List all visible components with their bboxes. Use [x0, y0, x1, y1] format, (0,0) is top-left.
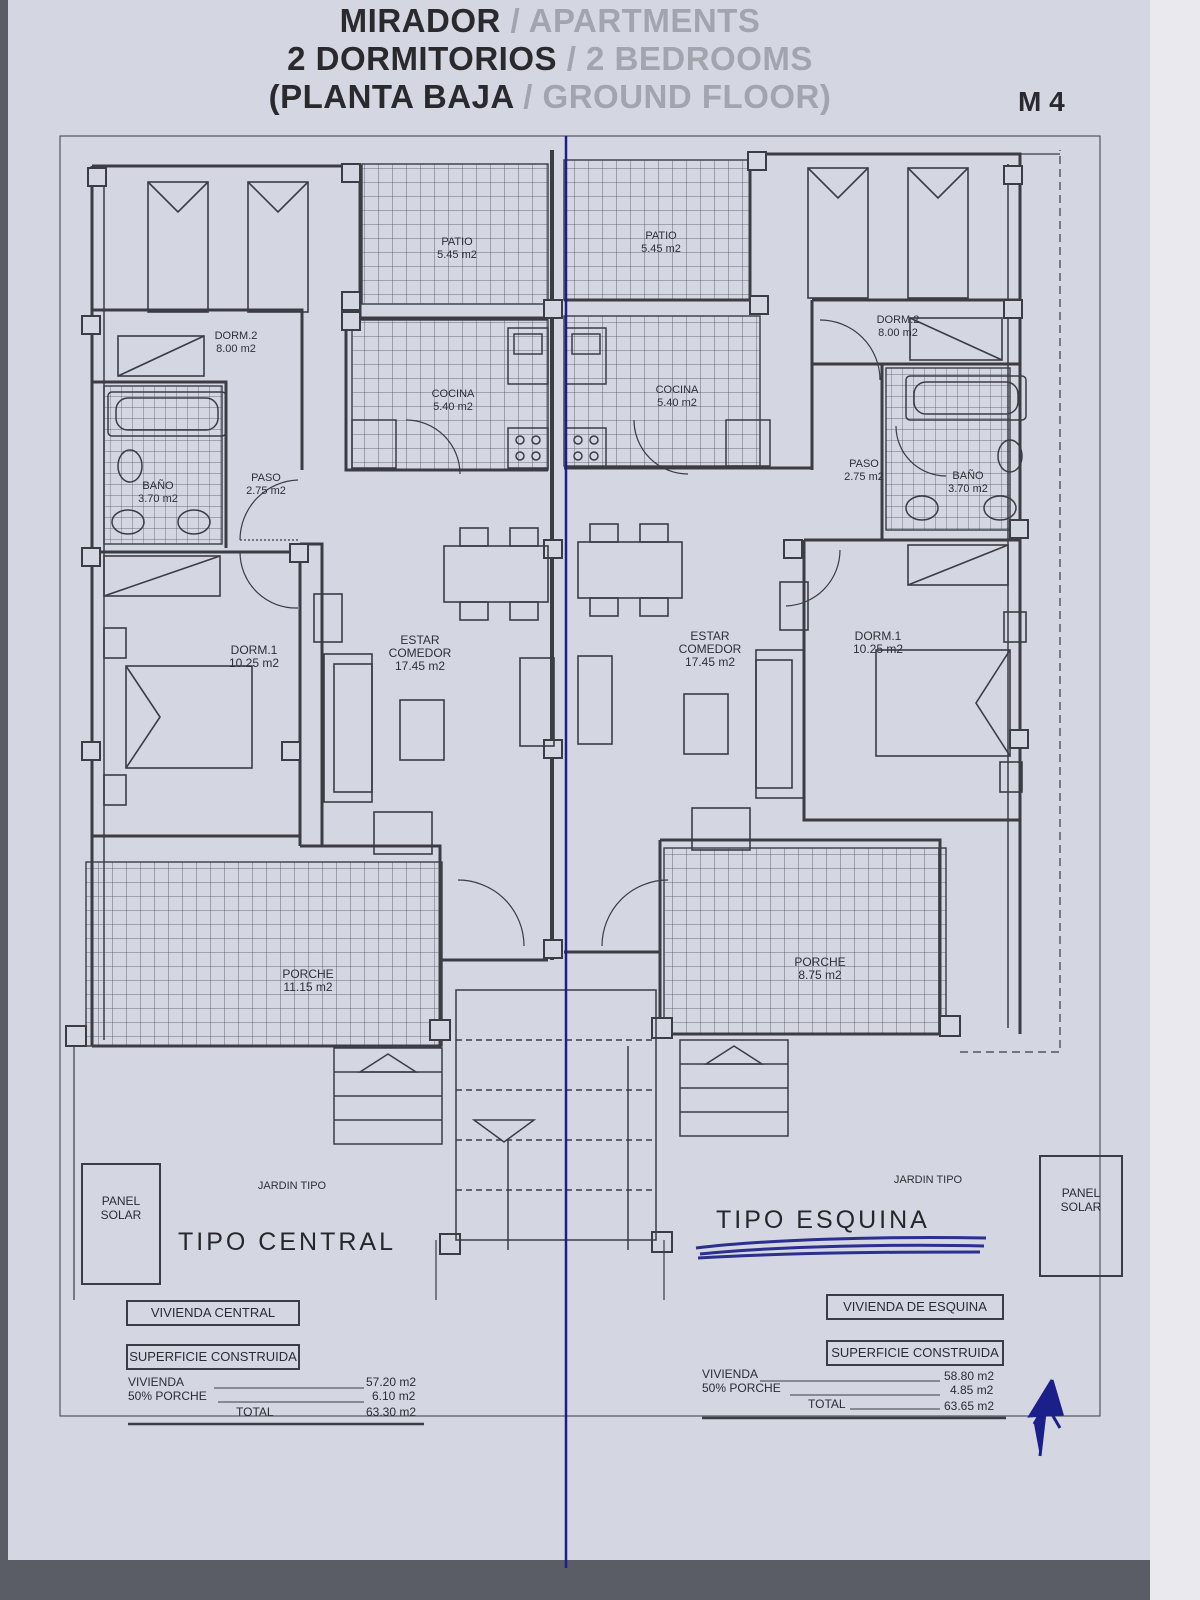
right-row1-label: VIVIENDA	[702, 1367, 759, 1381]
right-dwelling-box: VIVIENDA DE ESQUINA	[826, 1294, 1004, 1320]
columns	[65, 151, 1029, 1255]
right-solar-panel	[1039, 1155, 1123, 1277]
title-line-1: MIRADOR / APARTMENTS	[339, 2, 761, 39]
right-patio-label: PATIO 5.45 m2	[641, 230, 681, 255]
left-row2-label: 50% PORCHE	[128, 1389, 207, 1403]
left-dorm2-label: DORM.2 8.00 m2	[214, 330, 258, 355]
page-edge	[1150, 0, 1200, 1600]
right-dorm1-bed	[875, 544, 1027, 793]
left-row1-value: 57.20 m2	[366, 1375, 417, 1389]
bathroom-fixtures	[107, 375, 1027, 535]
kitchen-fixtures	[351, 327, 771, 469]
living-furniture	[313, 581, 809, 855]
sheet-frame	[59, 135, 1101, 1417]
title-line-2: 2 DORMITORIOS / 2 BEDROOMS	[287, 40, 813, 77]
right-total-label: TOTAL	[808, 1397, 846, 1411]
garden-lines	[73, 150, 1061, 1300]
left-kitchen-floor	[351, 319, 549, 471]
pen-north-arrow-icon	[1027, 1379, 1064, 1457]
right-porch-floor	[663, 847, 947, 1035]
left-dwelling-box: VIVIENDA CENTRAL	[126, 1300, 300, 1326]
right-bath-floor	[885, 367, 1011, 531]
right-unit-type: TIPO ESQUINA	[716, 1206, 930, 1234]
right-bath-label: BAÑO 3.70 m2	[948, 470, 988, 495]
left-garden-label: JARDIN TIPO	[257, 1180, 327, 1192]
left-patio-label: PATIO 5.45 m2	[437, 236, 477, 261]
sheet-code: M 4	[1018, 86, 1065, 117]
right-row1-value: 58.80 m2	[944, 1369, 995, 1383]
left-leader-lines	[214, 1387, 364, 1417]
pen-underline	[695, 1235, 987, 1260]
left-dorm1-label: DORM.1 10.25 m2	[228, 643, 280, 670]
left-total-value: 63.30 m2	[366, 1405, 417, 1419]
right-dorm1-label: DORM.1 10.25 m2	[852, 629, 904, 656]
right-patio-floor	[563, 159, 751, 301]
right-solar-label: PANEL SOLAR	[1060, 1186, 1102, 1214]
entry-steps	[333, 989, 789, 1250]
left-kitchen-label: COCINA 5.40 m2	[431, 388, 475, 413]
left-solar-panel	[81, 1163, 161, 1285]
right-dorm2-label: DORM.2 8.00 m2	[876, 314, 920, 339]
left-bath-label: BAÑO 3.70 m2	[138, 480, 178, 505]
left-unit-type: TIPO CENTRAL	[178, 1228, 396, 1256]
door-swings	[239, 319, 947, 947]
dining-sets	[443, 523, 683, 621]
left-bath-floor	[103, 385, 223, 545]
right-living-label: ESTAR COMEDOR 17.45 m2	[678, 629, 742, 669]
right-porch-label: PORCHE 8.75 m2	[794, 955, 846, 982]
right-row2-label: 50% PORCHE	[702, 1381, 781, 1395]
right-kitchen-floor	[563, 315, 761, 467]
left-patio-floor	[361, 163, 549, 305]
left-porch-label: PORCHE 11.15 m2	[282, 967, 334, 994]
left-hall-label: PASO 2.75 m2	[246, 472, 286, 497]
left-total-label: TOTAL	[236, 1405, 274, 1419]
right-hall-label: PASO 2.75 m2	[844, 458, 884, 483]
right-kitchen-label: COCINA 5.40 m2	[655, 384, 699, 409]
left-dorm1-bed	[103, 555, 253, 806]
left-row1-label: VIVIENDA	[128, 1375, 185, 1389]
title-line-3: (PLANTA BAJA / GROUND FLOOR)	[268, 78, 832, 115]
left-porch-floor	[85, 861, 443, 1047]
left-dorm2-beds	[117, 181, 309, 377]
left-row2-value: 6.10 m2	[372, 1389, 416, 1403]
right-area-box: SUPERFICIE CONSTRUIDA	[826, 1340, 1004, 1366]
right-row2-value: 4.85 m2	[950, 1383, 994, 1397]
left-unit-walls	[90, 164, 548, 1048]
left-living-label: ESTAR COMEDOR 17.45 m2	[388, 633, 452, 673]
left-solar-label: PANEL SOLAR	[100, 1194, 142, 1222]
right-total-value: 63.65 m2	[944, 1399, 995, 1413]
right-dorm2-beds	[807, 167, 1003, 361]
left-area-box: SUPERFICIE CONSTRUIDA	[126, 1344, 300, 1370]
right-leader-lines	[760, 1380, 940, 1410]
right-garden-label: JARDIN TIPO	[893, 1174, 963, 1186]
